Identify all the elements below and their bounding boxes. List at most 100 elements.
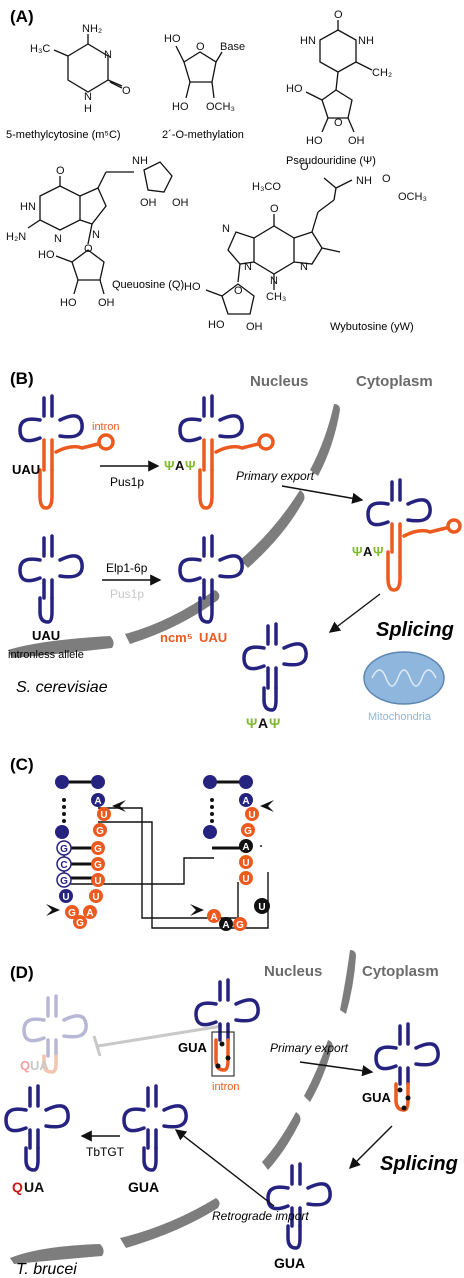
yw-ch3: CH₃ — [266, 291, 286, 303]
b-trna-intron-3 — [366, 478, 462, 592]
svg-text:Ψ: Ψ — [373, 544, 384, 559]
d-intron-dots — [215, 1041, 231, 1069]
svg-text:A: A — [363, 544, 373, 559]
c-navy-circles — [55, 775, 253, 839]
c-arrowhead-left-bottom — [46, 904, 60, 916]
b-primary-export: Primary export — [236, 469, 315, 483]
b-mito-label: Mitochondria — [368, 711, 432, 723]
d-gua-2: GUA — [362, 1090, 392, 1105]
mitochondrion-icon — [363, 651, 445, 705]
d-trna-gua-middle — [122, 1084, 188, 1172]
svg-text:G: G — [94, 860, 102, 871]
b-uau-2: UAU — [32, 628, 60, 643]
b-export-arrow — [281, 485, 364, 504]
panel-b-label: (B) — [10, 369, 34, 388]
svg-text:G: G — [60, 876, 68, 887]
psi-ho1: HO — [286, 83, 303, 95]
c-dots-left — [62, 798, 66, 823]
d-gua-1: GUA — [178, 1040, 208, 1055]
yw-o3: O — [270, 203, 279, 215]
c-left-nts: A U G G G U U A G C G U G G — [56, 793, 111, 929]
svg-text:G: G — [244, 826, 252, 837]
yw-h3co: H₃CO — [252, 181, 281, 193]
psi-structure — [305, 20, 373, 133]
c-arrowhead-left-top — [112, 800, 126, 812]
b-pus1p-label: Pus1p — [110, 475, 144, 489]
svg-text:G: G — [94, 844, 102, 855]
d-cytoplasm-label: Cytoplasm — [362, 963, 439, 980]
c-arrowhead-right-top — [260, 800, 274, 812]
svg-text:U: U — [242, 874, 249, 885]
yw-o-ring: O — [234, 285, 243, 297]
d-splicing-label: Splicing — [380, 1153, 458, 1175]
svg-text:C: C — [60, 860, 67, 871]
b-intronless-label: intronless allele — [8, 649, 84, 661]
psi-nh: NH — [358, 35, 374, 47]
svg-text:A: A — [242, 796, 249, 807]
b-psi-a-psi-3: Ψ A Ψ — [246, 715, 280, 731]
queuosine-caption: Queuosine (Q) — [112, 279, 184, 291]
psi-caption: Pseudouridine (Ψ) — [286, 155, 376, 167]
d-gua-4: GUA — [274, 1255, 305, 1271]
svg-text:G: G — [76, 918, 84, 929]
m5c-n1: N — [104, 49, 112, 61]
d-splicing-arrow — [349, 1125, 393, 1169]
svg-text:U: U — [92, 892, 99, 903]
b-trna-intron-2 — [178, 394, 275, 510]
b-trna-intronless-1 — [18, 534, 84, 624]
yw-n1: N — [222, 223, 230, 235]
ome-ho1: HO — [164, 33, 181, 45]
panel-c-label: (C) — [10, 755, 34, 774]
b-organism: S. cerevisiae — [16, 679, 108, 696]
svg-text:U: U — [62, 892, 69, 903]
svg-text:A: A — [175, 458, 185, 473]
psi-hn: HN — [300, 35, 316, 47]
panel-d-label: (D) — [10, 963, 34, 982]
svg-text:A: A — [242, 842, 249, 853]
q-hn: HN — [20, 201, 36, 213]
ome-o: O — [196, 41, 205, 53]
c-right-nts: A U G A U U U G A A — [207, 793, 270, 931]
svg-text:G: G — [68, 908, 76, 919]
svg-text:Ψ: Ψ — [246, 715, 257, 731]
m5c-o: O — [122, 85, 131, 97]
b-nucleus-label: Nucleus — [250, 373, 308, 390]
q-n2: N — [92, 229, 100, 241]
c-arrowhead-right-bottom — [190, 904, 204, 916]
b-uau-1: UAU — [12, 462, 40, 477]
b-splicing-arrow — [328, 593, 381, 633]
yw-ho1: HO — [184, 281, 201, 293]
psi-oh: OH — [348, 135, 365, 147]
d-nucleus-label: Nucleus — [264, 963, 322, 980]
d-nuclear-envelope — [10, 950, 356, 1264]
m5c-h3c: H₃C — [30, 43, 50, 55]
svg-text:UAU: UAU — [199, 630, 227, 645]
yw-n2: N — [244, 261, 252, 273]
psi-ho2: HO — [306, 135, 323, 147]
yw-ho2: HO — [208, 319, 225, 331]
yw-o2: O — [382, 173, 391, 185]
svg-text:Ψ: Ψ — [185, 458, 196, 473]
svg-text:G: G — [236, 920, 244, 931]
svg-text:A: A — [210, 912, 217, 923]
ome-och3: OCH₃ — [206, 101, 235, 113]
wybutosine-caption: Wybutosine (yW) — [330, 321, 414, 333]
m5c-caption: 5-methylcytosine (m⁵C) — [6, 129, 121, 141]
svg-text:A: A — [94, 796, 101, 807]
b-cytoplasm-label: Cytoplasm — [356, 373, 433, 390]
d-organism: T. brucei — [16, 1261, 77, 1278]
svg-text:U: U — [258, 902, 265, 913]
b-pus1p-faded: Pus1p — [110, 587, 144, 601]
svg-text:A: A — [222, 920, 229, 931]
yw-och3: OCH₃ — [398, 191, 427, 203]
q-ho1: HO — [38, 249, 55, 261]
b-intron-label: intron — [92, 421, 120, 433]
d-retrograde-label: Retrograde import — [212, 1209, 309, 1223]
b-trna-mature — [242, 622, 308, 712]
q-o-ring: O — [84, 243, 93, 255]
q-ho2: HO — [60, 297, 77, 309]
svg-text:G: G — [60, 844, 68, 855]
svg-text:U: U — [94, 876, 101, 887]
b-splicing-label: Splicing — [376, 619, 454, 641]
d-qua-faded: Q UA — [20, 1058, 49, 1073]
